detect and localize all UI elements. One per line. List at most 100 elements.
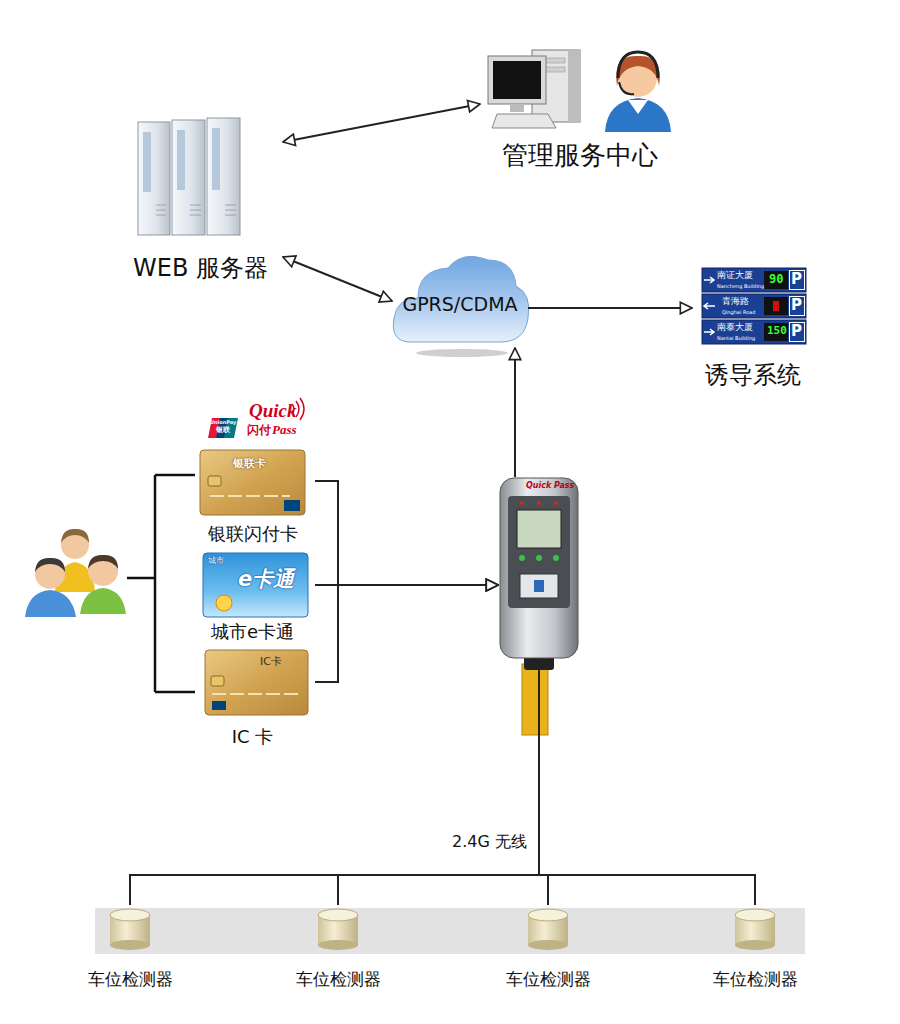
node-text: e卡通 [238,567,294,592]
detectors-art [95,908,805,954]
meter-body [500,478,578,658]
bracket [127,475,195,692]
pc-tower-side [568,50,580,122]
p-box [790,323,805,342]
ic-card-shape [205,650,308,715]
connector [283,257,392,301]
node-text: IC卡 [260,655,282,668]
cloud-art [393,256,529,357]
server-cabinet [172,120,205,235]
digit-box [764,271,788,289]
city-card-shape [203,553,308,617]
connector [338,667,539,905]
web-server-node: WEB 服务器 [118,112,283,290]
edge-label: 2.4G 无线 [450,832,529,851]
connector [130,667,539,905]
monitor-screen [493,61,541,99]
server-panel [143,132,151,192]
keyboard [492,114,556,128]
logo-text: 银联 [216,426,230,434]
service-center-node: 管理服务中心 [480,42,680,177]
person-hair [61,529,89,543]
sign-row [702,320,806,344]
connector [315,481,498,585]
node-text: 车位检测器 [713,969,798,989]
person-hair [35,558,65,572]
connector [539,667,755,905]
cloud-shape [393,256,529,342]
meter-face [508,496,570,608]
meter-screen [517,510,561,548]
node-text: 银联卡 [233,457,266,470]
quickpass-logo-art [208,398,304,438]
city-card-node: 城市e卡通城市e卡通 [190,551,315,647]
logo-text: 闪付 [247,423,271,437]
detector-node: 车位检测器 [283,905,393,995]
server-vents [156,205,236,215]
connector [514,348,516,477]
operator-collar [628,100,648,114]
unionpay-card-node: 银联卡银联闪付卡 [190,447,315,549]
detector-symbol [528,909,568,950]
card-number [212,693,300,695]
digit-box [764,297,788,315]
p-box [790,297,805,316]
detector-top [735,909,775,921]
detector-symbol [735,909,775,950]
monitor-frame [488,56,546,104]
detector-base [528,940,568,950]
node-text: 城市 [208,556,224,566]
card-chip [208,476,221,486]
meter-button [553,555,559,561]
detector-node: 车位检测器 [75,905,185,995]
digit-red [773,301,779,311]
connector [283,104,480,142]
meter-button [519,555,525,561]
sign-text: 南证大厦 [717,270,753,281]
node-text: 车位检测器 [506,969,591,989]
parking-meter-node: Quick Pass [498,477,580,667]
detector-base [110,940,150,950]
sign-text: 南泰大厦 [717,322,753,333]
person-hair [88,555,118,569]
digit-box [764,323,788,341]
detector-base [318,940,358,950]
node-text: GPRS/CDMA [402,293,517,316]
meter-light [520,501,524,505]
node-text: 车位检测器 [88,969,173,989]
parking-symbol: P [791,322,802,340]
network-cloud-node: GPRS/CDMA [392,256,528,348]
detector-node: 车位检测器 [700,905,810,995]
meter-card-slot [534,580,544,592]
person-body [80,588,126,614]
meter-pole [522,664,548,735]
detector-top [110,909,150,921]
monitor-stand [510,104,524,112]
server-cabinet [138,122,170,235]
sign-subtext: Qinghai Road [722,309,755,315]
sign-arrow [704,303,715,309]
detector-base [735,940,775,950]
cloud-shadow [416,349,508,357]
p-box [790,271,805,290]
server-cabinet [207,118,240,235]
headset [618,52,658,78]
unionpay-card-shape [200,450,305,515]
person-body [25,590,76,617]
meter-button [536,555,542,561]
logo-text: Quick [249,400,297,423]
sign-arrow [704,329,714,335]
users-art [25,529,126,617]
server-art [138,118,240,235]
card-logo [284,500,300,511]
logo-text: UnionPay [210,419,236,425]
card-chip [211,676,224,686]
parking-symbol: P [791,296,802,314]
connector [528,307,692,309]
detector-top [528,909,568,921]
cards-art [200,450,308,715]
guidance-sign-art [702,268,806,344]
